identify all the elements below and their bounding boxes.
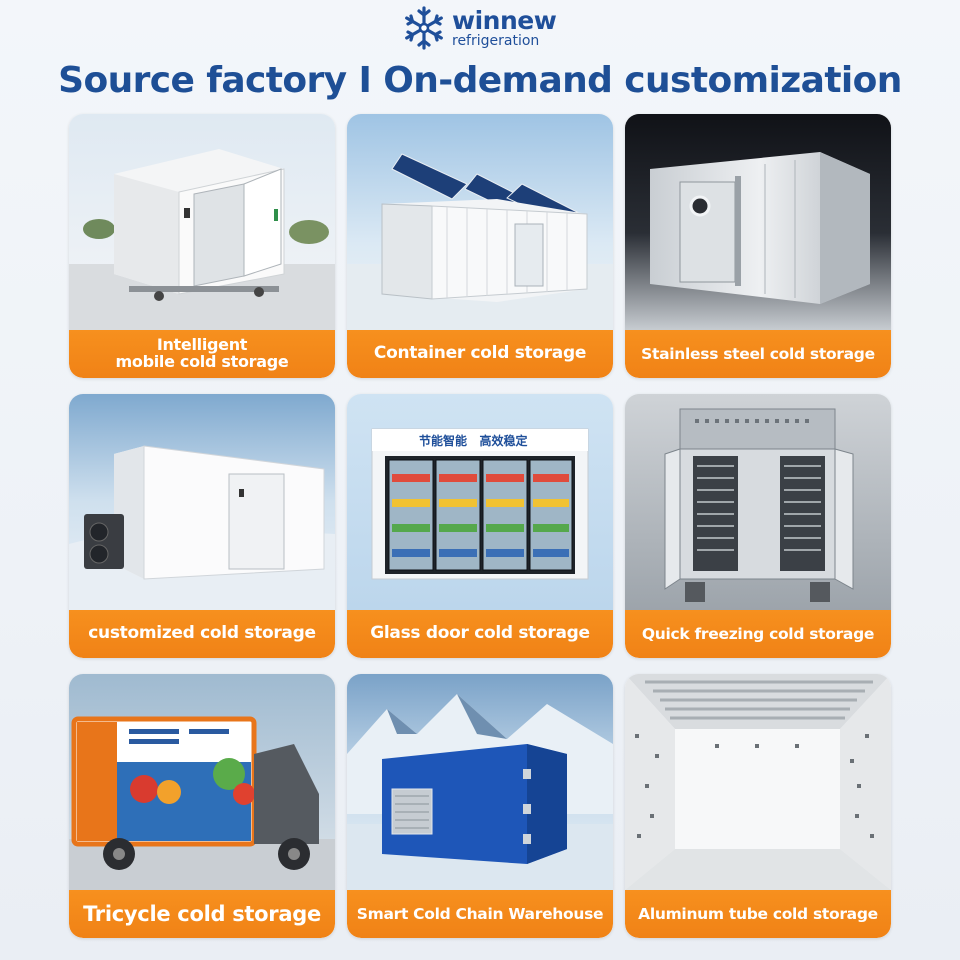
brand-subtitle: refrigeration [452, 33, 540, 49]
product-photo [69, 114, 335, 330]
product-label: Quick freezing cold storage [625, 610, 891, 658]
product-photo [625, 114, 891, 330]
product-label-line1: Intelligent [156, 335, 248, 355]
product-label-line2: mobile cold storage [115, 352, 289, 371]
brand-name: winnew [452, 6, 557, 35]
product-card-mobile[interactable]: Intelligent mobile cold storage [69, 114, 335, 378]
product-label: Intelligent mobile cold storage [69, 330, 335, 378]
product-card-glassdoor[interactable]: 节能智能 高效稳定 Glass door cold storage [347, 394, 613, 658]
glass-door-sign: 节能智能 高效稳定 [419, 434, 528, 448]
product-label: Smart Cold Chain Warehouse [347, 890, 613, 938]
product-label: Container cold storage [347, 330, 613, 378]
product-card-stainless[interactable]: Stainless steel cold storage [625, 114, 891, 378]
product-photo [625, 394, 891, 610]
product-card-smart-warehouse[interactable]: Smart Cold Chain Warehouse [347, 674, 613, 938]
product-photo [625, 674, 891, 890]
product-card-customized[interactable]: customized cold storage [69, 394, 335, 658]
product-photo [347, 394, 613, 610]
product-photo [347, 114, 613, 330]
product-card-quickfreeze[interactable]: Quick freezing cold storage [625, 394, 891, 658]
product-card-tricycle[interactable]: Tricycle cold storage [69, 674, 335, 938]
product-photo [69, 394, 335, 610]
brand-logo: winnew refrigeration [400, 4, 570, 52]
product-label: Aluminum tube cold storage [625, 890, 891, 938]
product-label: customized cold storage [69, 610, 335, 658]
product-photo [347, 674, 613, 890]
product-photo [69, 674, 335, 890]
product-label: Tricycle cold storage [69, 890, 335, 938]
product-card-container[interactable]: Container cold storage [347, 114, 613, 378]
snowflake-icon [405, 6, 443, 50]
page-headline: Source factory I On-demand customization [58, 60, 902, 101]
product-label: Glass door cold storage [347, 610, 613, 658]
product-card-aluminum-tube[interactable]: Aluminum tube cold storage [625, 674, 891, 938]
product-label: Stainless steel cold storage [625, 330, 891, 378]
